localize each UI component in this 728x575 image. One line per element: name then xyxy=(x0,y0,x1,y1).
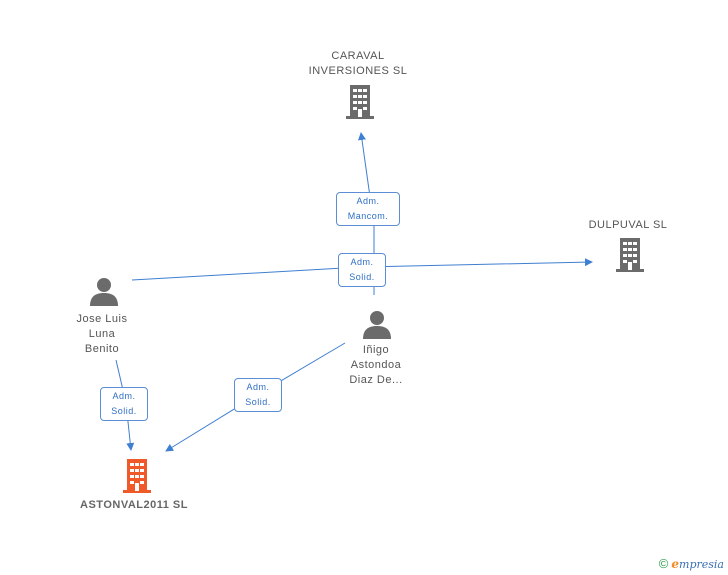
building-icon[interactable] xyxy=(345,85,375,119)
role-box-adm-solid[interactable]: Adm. Solid. xyxy=(234,378,282,412)
role-line: Adm. xyxy=(356,196,380,206)
node-caraval-line: INVERSIONES SL xyxy=(308,65,408,77)
role-line: Solid. xyxy=(349,272,375,282)
role-line: Solid. xyxy=(245,397,271,407)
node-dulpuval-label[interactable]: DULPUVAL SL xyxy=(576,218,680,233)
node-jose-line: Luna xyxy=(88,328,116,340)
node-inigo-line: Iñigo xyxy=(362,344,390,356)
building-icon[interactable] xyxy=(615,238,645,272)
brand-logo-e: e xyxy=(671,557,680,571)
node-caraval-label[interactable]: CARAVAL INVERSIONES SL xyxy=(300,49,416,79)
role-box-adm-solid[interactable]: Adm. Solid. xyxy=(100,387,148,421)
node-jose-line: Benito xyxy=(84,343,120,355)
role-box-adm-mancom[interactable]: Adm. Mancom. xyxy=(336,192,400,226)
node-jose-line: Jose Luis xyxy=(76,313,128,325)
role-line: Solid. xyxy=(111,406,137,416)
role-box-adm-solid[interactable]: Adm. Solid. xyxy=(338,253,386,287)
node-dulpuval-line: DULPUVAL SL xyxy=(588,219,668,231)
role-line: Adm. xyxy=(350,257,374,267)
role-line: Mancom. xyxy=(347,211,389,221)
building-icon[interactable] xyxy=(122,459,152,493)
role-line: Adm. xyxy=(246,382,270,392)
node-inigo-line: Diaz De... xyxy=(349,374,403,386)
copyright-symbol: © xyxy=(658,556,669,571)
brand-logo-text: mpresia xyxy=(679,558,724,571)
node-inigo-label[interactable]: Iñigo Astondoa Diaz De... xyxy=(330,343,422,388)
node-caraval-line: CARAVAL xyxy=(331,50,385,62)
role-line: Adm. xyxy=(112,391,136,401)
node-astonval-label[interactable]: ASTONVAL2011 SL xyxy=(66,498,202,513)
footer-brand: ©empresia xyxy=(659,556,724,571)
node-jose-label[interactable]: Jose Luis Luna Benito xyxy=(56,312,148,357)
person-icon[interactable] xyxy=(89,276,119,306)
person-icon[interactable] xyxy=(362,309,392,339)
node-inigo-line: Astondoa xyxy=(350,359,402,371)
node-astonval-line: ASTONVAL2011 SL xyxy=(80,499,188,511)
